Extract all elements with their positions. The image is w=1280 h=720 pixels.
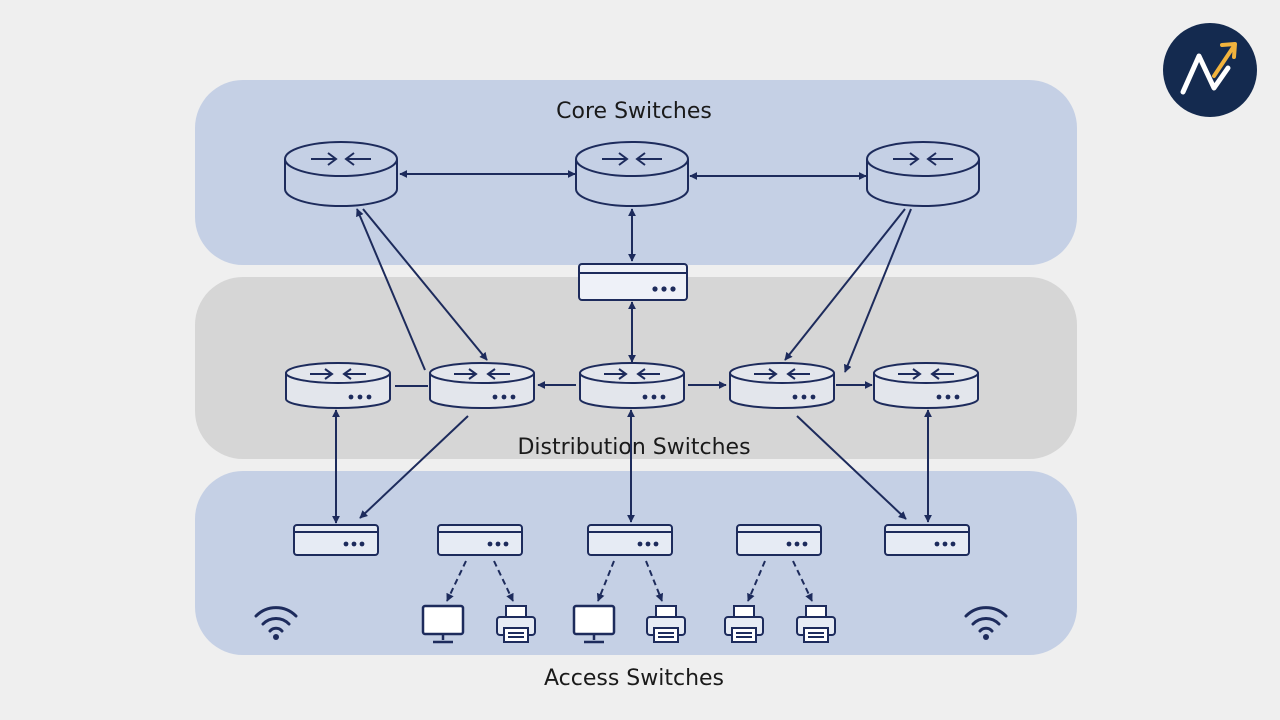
distribution-layer-label: Distribution Switches xyxy=(517,435,750,460)
link-core1-dist1 xyxy=(356,208,426,371)
router-icon xyxy=(866,141,980,207)
router-icon xyxy=(575,141,689,207)
switch-icon xyxy=(578,263,688,301)
link-dist2-access1 xyxy=(359,415,469,519)
router-icon xyxy=(285,362,391,409)
printer-icon xyxy=(646,605,686,643)
printer-icon xyxy=(796,605,836,643)
switch-icon xyxy=(437,524,523,556)
link-access2-printer1 xyxy=(493,560,514,602)
printer-icon xyxy=(724,605,764,643)
wifi-icon xyxy=(254,606,298,640)
link-core1-dist2 xyxy=(362,208,488,361)
brand-logo-icon xyxy=(1163,23,1257,117)
monitor-icon xyxy=(421,604,465,644)
link-core3-dist5 xyxy=(843,208,912,373)
router-icon xyxy=(284,141,398,207)
link-access4-printer4 xyxy=(792,560,813,602)
access-layer-label: Access Switches xyxy=(544,666,724,691)
monitor-icon xyxy=(572,604,616,644)
core-layer-label: Core Switches xyxy=(556,99,712,124)
switch-icon xyxy=(587,524,673,556)
link-access2-monitor1 xyxy=(446,560,467,602)
router-icon xyxy=(579,362,685,409)
link-access3-monitor2 xyxy=(596,560,615,602)
router-icon xyxy=(729,362,835,409)
link-access4-printer3 xyxy=(747,560,766,602)
printer-icon xyxy=(496,605,536,643)
link-core3-dist4 xyxy=(784,208,906,361)
router-icon xyxy=(429,362,535,409)
switch-icon xyxy=(736,524,822,556)
wifi-icon xyxy=(964,606,1008,640)
link-dist4-access5 xyxy=(796,415,907,520)
switch-icon xyxy=(884,524,970,556)
link-access3-printer2 xyxy=(645,560,664,602)
router-icon xyxy=(873,362,979,409)
switch-icon xyxy=(293,524,379,556)
access-layer-band xyxy=(195,471,1077,655)
